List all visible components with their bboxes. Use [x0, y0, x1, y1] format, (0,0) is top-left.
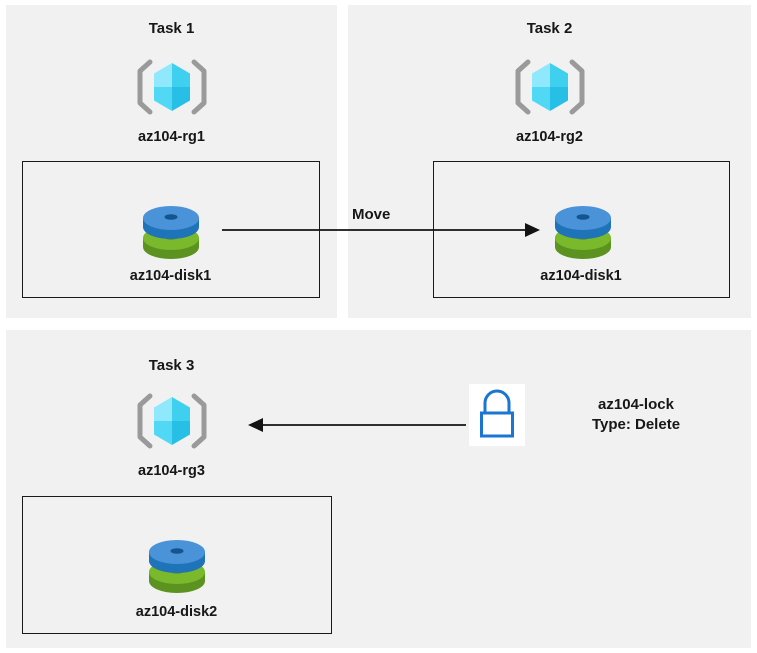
move-arrow — [222, 223, 540, 237]
task-1-resource-group-label: az104-rg1 — [138, 129, 205, 145]
managed-disk-icon — [145, 536, 209, 598]
resource-group-cube-icon — [136, 58, 208, 116]
task-3-panel: Task 3 az104-rg3 — [6, 330, 751, 648]
task-2-title: Task 2 — [526, 20, 573, 37]
managed-disk-icon — [551, 202, 615, 264]
task-3-title: Task 3 — [148, 357, 195, 374]
padlock-icon — [480, 389, 514, 438]
resource-group-cube-icon — [136, 392, 208, 450]
lock-caption: az104-lock Type: Delete — [536, 395, 736, 435]
lock-icon-tile — [469, 384, 525, 446]
task-1-disk-label: az104-disk1 — [129, 268, 212, 284]
task-1-panel: Task 1 az104-rg1 — [6, 5, 337, 318]
task-2-panel: Task 2 az104-rg2 — [348, 5, 751, 318]
lock-arrow — [248, 418, 466, 432]
task-1-title: Task 1 — [148, 20, 195, 37]
lock-name: az104-lock — [598, 396, 674, 413]
managed-disk-icon — [139, 202, 203, 264]
resource-group-cube-icon — [514, 58, 586, 116]
move-arrow-label: Move — [352, 206, 391, 223]
task-2-resource-group-label: az104-rg2 — [516, 129, 583, 145]
task-3-resource-box: az104-disk2 — [22, 496, 332, 634]
task-2-disk-label: az104-disk1 — [540, 268, 622, 284]
lock-type: Type: Delete — [591, 416, 681, 433]
task-3-disk-label: az104-disk2 — [135, 604, 218, 620]
task-3-resource-group-label: az104-rg3 — [138, 463, 205, 479]
